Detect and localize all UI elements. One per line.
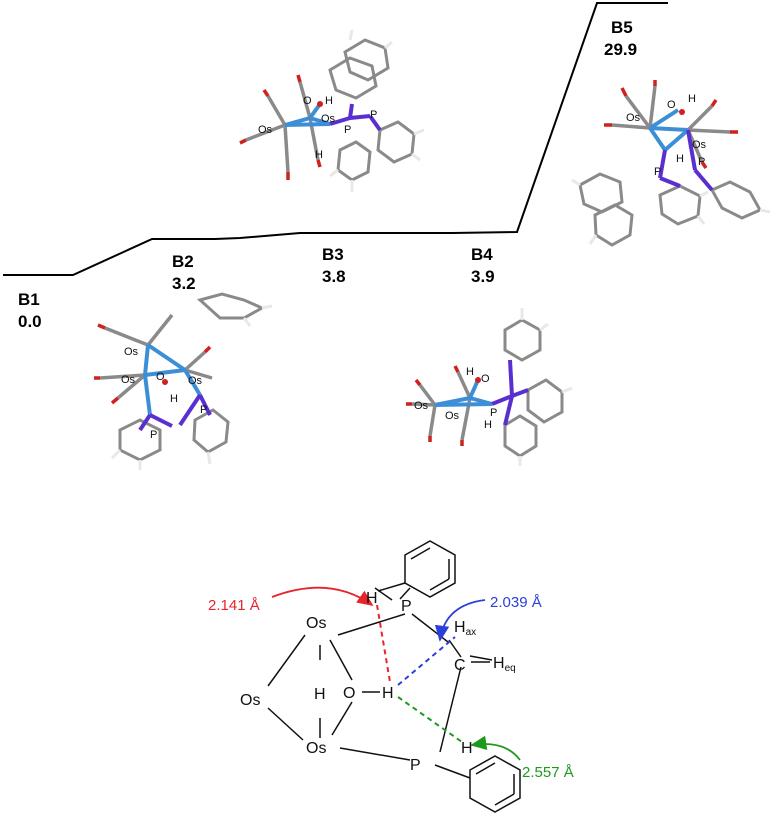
b5-h-label-2: H [676, 153, 684, 165]
level-b2-id: B2 [172, 252, 194, 271]
b3-p-label-2: P [370, 109, 377, 121]
scheme-c: C [454, 657, 466, 674]
energy-profile-line [3, 2, 668, 276]
contact-blue-dash [397, 636, 456, 686]
molecule-b4: Os Os O H H P [406, 308, 573, 466]
b2-p-label-1: P [150, 429, 157, 441]
level-b1-id: B1 [18, 290, 40, 309]
level-b2-energy: 3.2 [172, 274, 196, 293]
scheme-h-oh: H [382, 685, 394, 702]
molecule-b2: Os Os Os O H P P [94, 292, 273, 470]
b3-p-label-1: P [344, 124, 351, 136]
phenyl-ring-bottom [469, 755, 521, 813]
scheme-h-ax: Hax [454, 619, 476, 638]
b4-h-label-2: H [484, 419, 492, 431]
distance-green-label: 2.557 Å [522, 764, 574, 781]
scheme-os-top: Os [306, 615, 326, 632]
b2-os-label-2: Os [121, 374, 136, 386]
scheme-h-eq: Heq [493, 655, 516, 674]
level-b4-id: B4 [471, 245, 493, 264]
arrow-blue [434, 599, 486, 642]
level-b3-energy: 3.8 [322, 267, 346, 286]
scheme-p-top: P [401, 598, 412, 615]
b4-h-label-1: H [466, 366, 474, 378]
b4-os-label-1: Os [414, 400, 429, 412]
scheme-o: O [343, 685, 355, 702]
schematic-structure [267, 540, 521, 813]
phenyl-ring-top [404, 540, 456, 598]
b4-p-label-1: P [490, 407, 497, 419]
b3-o-label: O [303, 95, 312, 107]
b3-h-label-2: H [315, 149, 323, 161]
contact-red-dash [376, 604, 391, 683]
scheme-h-top: H [366, 590, 378, 607]
b2-os-label-3: Os [188, 375, 203, 387]
distance-red-label: 2.141 Å [208, 597, 260, 614]
b3-os-label-2: Os [321, 113, 336, 125]
b5-p-label-1: P [654, 166, 661, 178]
b4-os-label-2: Os [445, 410, 460, 422]
scheme-h-bridge: H [314, 686, 326, 703]
b2-os-label-1: Os [124, 346, 139, 358]
level-b1-energy: 0.0 [18, 312, 42, 331]
b5-o-label: O [667, 99, 676, 111]
b5-os-label-2: Os [692, 139, 707, 151]
level-b5-energy: 29.9 [604, 40, 637, 59]
scheme-p-bottom: P [410, 757, 421, 774]
b2-o-label: O [156, 371, 165, 383]
scheme-os-bottom: Os [306, 740, 326, 757]
b5-os-label-1: Os [626, 112, 641, 124]
b5-p-label-2: P [698, 156, 705, 168]
scheme-os-left: Os [240, 692, 260, 709]
level-b3-id: B3 [322, 245, 344, 264]
scheme-h-bottom: H [461, 740, 473, 757]
arrow-red [271, 586, 374, 607]
distance-blue-label: 2.039 Å [490, 594, 542, 611]
contact-green-dash [397, 696, 463, 743]
b3-h-label-1: H [325, 95, 333, 107]
b2-p-label-2: P [200, 404, 207, 416]
b5-h-label-1: H [688, 93, 696, 105]
b4-o-label: O [481, 373, 490, 385]
level-b5-id: B5 [611, 18, 633, 37]
arrow-green [470, 735, 521, 761]
molecule-b5: Os Os O H H P P [571, 80, 771, 247]
b2-h-label-1: H [170, 393, 178, 405]
molecule-b3: Os Os O H H P P [239, 29, 425, 192]
b3-os-label-1: Os [258, 124, 273, 136]
level-b4-energy: 3.9 [471, 267, 495, 286]
